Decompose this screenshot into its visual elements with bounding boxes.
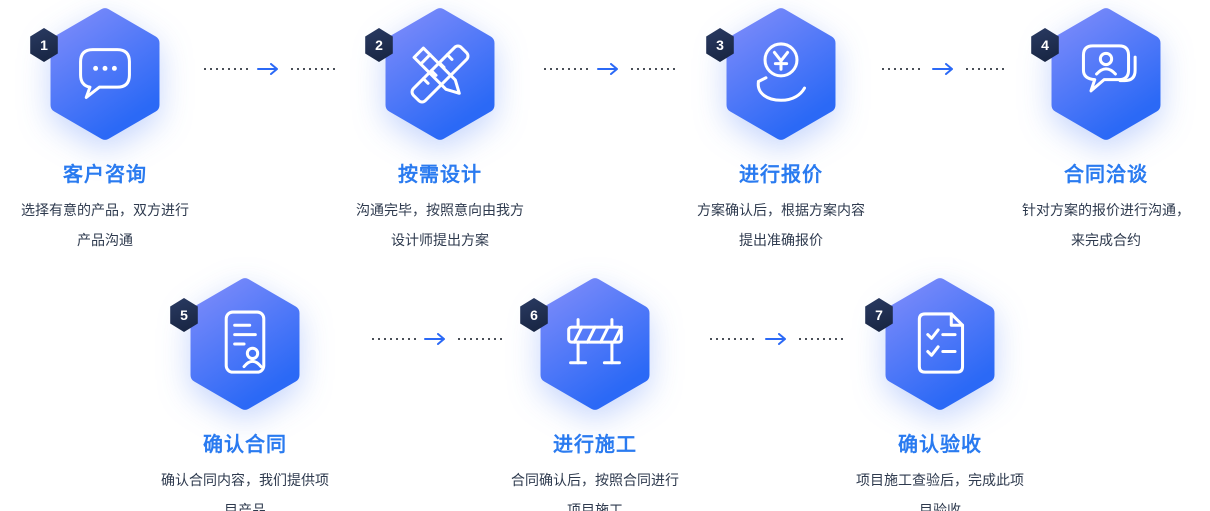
contract-document-icon (224, 310, 266, 374)
step-3-quotation: 3 进行报价 方案确认后，根据方案内容提出准确报价 (670, 6, 892, 255)
hexagon-tile (50, 8, 160, 140)
step-description: 选择有意的产品，双方进行产品沟通 (21, 202, 189, 249)
connector-1-2 (204, 62, 336, 76)
chat-bubble-icon (79, 48, 131, 99)
hexagon-tile (726, 8, 836, 140)
hexagon-tile (1051, 8, 1161, 140)
connector-2-3 (544, 62, 676, 76)
dashed-line (710, 338, 757, 340)
step-title: 进行施工 (553, 434, 637, 456)
step-description: 方案确认后，根据方案内容提出准确报价 (697, 202, 865, 249)
step-hexagon: 2 (365, 6, 502, 142)
step-hexagon: 7 (865, 276, 1002, 412)
step-number-badge: 4 (1031, 28, 1059, 62)
hexagon-tile (540, 278, 650, 410)
step-number: 7 (875, 307, 883, 323)
hexagon-tile (885, 278, 995, 410)
dashed-line (966, 68, 1008, 70)
step-number: 4 (1041, 37, 1049, 53)
step-description: 项目施工查验后，完成此项目验收 (856, 472, 1024, 511)
step-hexagon: 6 (520, 276, 657, 412)
arrow-right-icon (424, 333, 445, 345)
step-title: 确认合同 (203, 434, 287, 456)
arrow-right-icon (932, 63, 953, 75)
dashed-line (372, 338, 416, 340)
step-number-badge: 1 (30, 28, 58, 62)
step-description: 确认合同内容，我们提供项目产品 (161, 472, 329, 511)
dashed-line (544, 68, 589, 70)
step-hexagon: 1 (30, 6, 167, 142)
construction-barrier-icon (567, 318, 623, 365)
hand-coin-yen-icon (756, 42, 806, 102)
step-1-customer-consult: 1 客户咨询 选择有意的产品，双方进行产品沟通 (0, 6, 210, 255)
person-speech-bubble-icon (1081, 44, 1137, 93)
step-hexagon: 3 (706, 6, 843, 142)
step-description: 沟通完毕，按照意向由我方设计师提出方案 (356, 202, 524, 249)
step-title: 按需设计 (398, 164, 482, 186)
checklist-document-icon (917, 312, 965, 374)
step-number: 2 (375, 37, 383, 53)
step-6-construction: 6 进行施工 合同确认后，按照合同进行项目施工 (485, 276, 705, 511)
dashed-line (291, 68, 336, 70)
dashed-line (882, 68, 924, 70)
hexagon-tile (385, 8, 495, 140)
connector-5-6 (372, 332, 502, 346)
connector-6-7 (710, 332, 845, 346)
arrow-right-icon (597, 63, 618, 75)
step-hexagon: 4 (1031, 6, 1168, 142)
arrow-right-icon (764, 333, 786, 345)
step-number: 3 (716, 37, 724, 53)
dashed-line (458, 338, 502, 340)
step-number: 5 (180, 307, 188, 323)
step-5-confirm-contract: 5 确认合同 确认合同内容，我们提供项目产品 (135, 276, 355, 511)
step-title: 进行报价 (739, 164, 823, 186)
pencil-ruler-icon (410, 44, 470, 104)
step-description: 合同确认后，按照合同进行项目施工 (511, 472, 679, 511)
dashed-line (204, 68, 249, 70)
step-title: 合同洽谈 (1064, 164, 1148, 186)
step-number: 1 (40, 37, 48, 53)
arrow-right-icon (257, 63, 278, 75)
step-title: 客户咨询 (63, 164, 147, 186)
connector-3-4 (882, 62, 1008, 76)
step-7-acceptance: 7 确认验收 项目施工查验后，完成此项目验收 (830, 276, 1050, 511)
step-4-contract-negotiation: 4 合同洽谈 针对方案的报价进行沟通，来完成合约 (1000, 6, 1210, 255)
dashed-line (631, 68, 676, 70)
step-number: 6 (530, 307, 538, 323)
dashed-line (798, 338, 845, 340)
step-description: 针对方案的报价进行沟通，来完成合约 (1022, 202, 1190, 249)
hexagon-tile (190, 278, 300, 410)
step-2-design: 2 按需设计 沟通完毕，按照意向由我方设计师提出方案 (330, 6, 550, 255)
step-hexagon: 5 (170, 276, 307, 412)
step-title: 确认验收 (898, 434, 982, 456)
